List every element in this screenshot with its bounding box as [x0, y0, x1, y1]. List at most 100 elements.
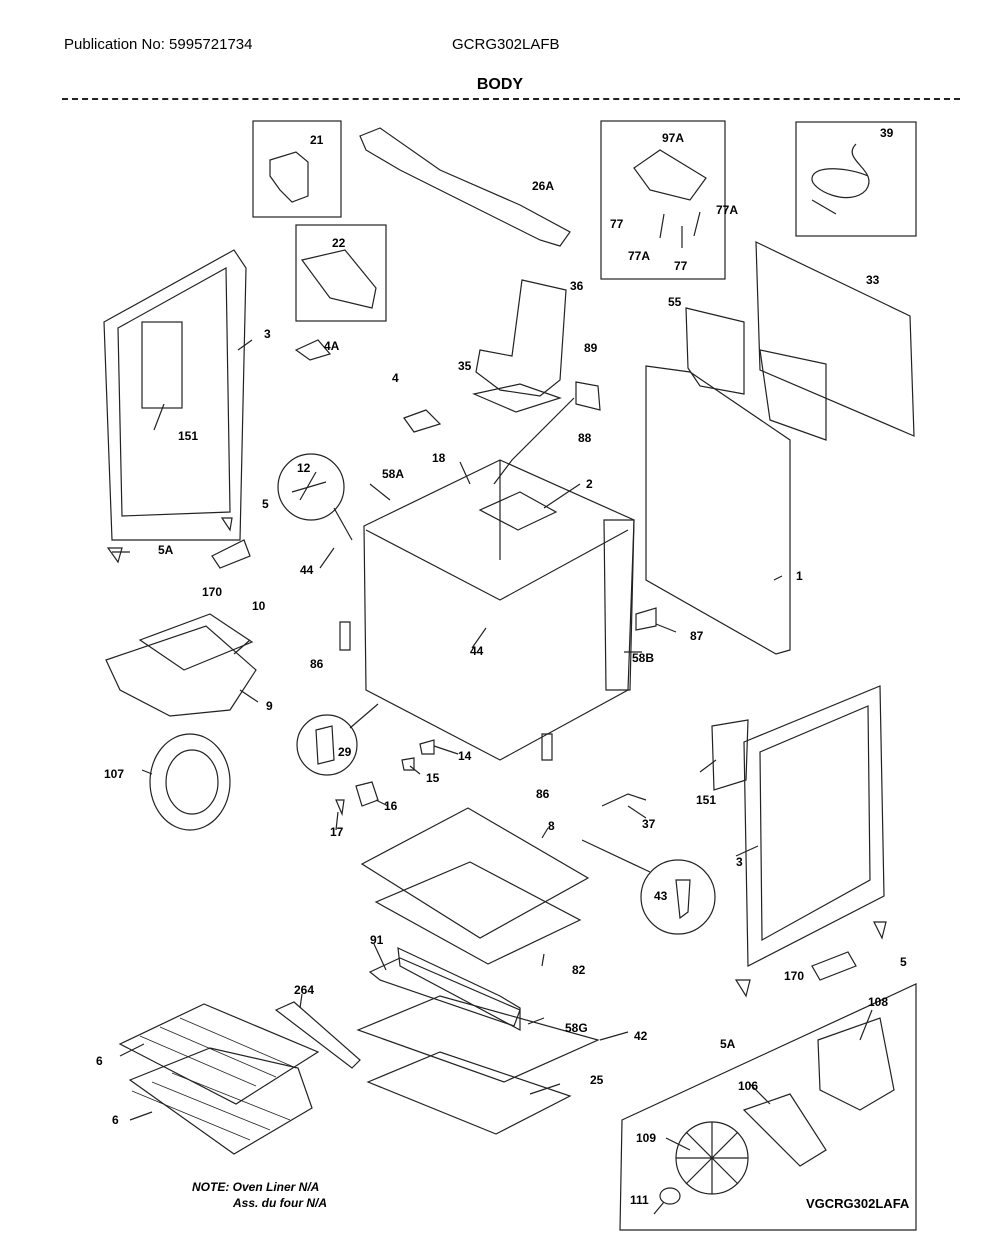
callout-label: 88 [578, 431, 592, 445]
part-33-shape [755, 241, 915, 437]
part-97a-shape [633, 149, 707, 201]
diagram-title: BODY [476, 76, 524, 93]
drawing-id: VGCRG302LAFA [806, 1196, 910, 1211]
callout-label: 44 [300, 563, 314, 577]
callout-label: 264 [294, 983, 314, 997]
callout-label: 77A [628, 249, 650, 263]
callout-label: 14 [458, 749, 472, 763]
callout-label: 5 [900, 955, 907, 969]
callout-circle-29 [296, 714, 358, 776]
callout-label: 151 [696, 793, 716, 807]
callout-label: 25 [590, 1073, 604, 1087]
part-43-shape [675, 879, 691, 920]
part-86-shapes [339, 621, 553, 761]
callout-label: 89 [584, 341, 598, 355]
callout-43-leader [581, 839, 651, 873]
callout-label: 16 [384, 799, 398, 813]
right-side-panel-inner [759, 705, 871, 942]
callout-label: 111 [630, 1193, 649, 1207]
callout-label: 6 [112, 1113, 119, 1127]
callout-label: 58G [565, 1021, 588, 1035]
part-36-shape [475, 279, 567, 397]
callout-label: 106 [738, 1079, 758, 1093]
oven-body-edges [365, 460, 629, 601]
callout-label: 97A [662, 131, 684, 145]
callout-label: 12 [297, 461, 311, 475]
convection-fan-assembly-box [619, 983, 917, 1231]
callout-label: 86 [310, 657, 324, 671]
callout-label: 3 [264, 327, 271, 341]
rear-wall-1 [645, 365, 791, 655]
part-29-shape [315, 725, 335, 765]
oven-rack-6-upper [118, 1003, 320, 1105]
callout-label: 4 [392, 371, 399, 385]
callout-label: 107 [104, 767, 124, 781]
part-42-frame [356, 995, 600, 1083]
left-side-panel-inner [117, 266, 231, 517]
part-107-inner [165, 749, 219, 815]
part-107-shape [149, 733, 231, 831]
inset-box-21 [252, 120, 342, 218]
part-4-shape [403, 409, 442, 433]
note-line-1: NOTE: Oven Liner N/A [192, 1180, 320, 1194]
oven-rack-wires [131, 1017, 297, 1141]
callout-29-leader [349, 703, 379, 729]
callout-label: 77A [716, 203, 738, 217]
callout-label: 77 [674, 259, 688, 273]
callout-label: 9 [266, 699, 273, 713]
callout-label: 26A [532, 179, 554, 193]
inset-box-22 [295, 224, 387, 322]
part-55-shape [685, 307, 745, 395]
callout-label: 1 [796, 569, 803, 583]
callout-label: 77 [610, 217, 624, 231]
callout-label: 5A [720, 1037, 736, 1051]
callout-label: 29 [338, 745, 352, 759]
callout-label: 42 [634, 1029, 648, 1043]
callout-label: 21 [310, 133, 324, 147]
inset-box-97a [600, 120, 726, 280]
part-25-panel [366, 1051, 572, 1135]
callout-label: 4A [324, 339, 340, 353]
callout-label: 58B [632, 651, 654, 665]
header-divider [62, 98, 960, 100]
callout-label: 17 [330, 825, 344, 839]
callout-label: 10 [252, 599, 266, 613]
callout-label: 170 [202, 585, 222, 599]
callout-label: 35 [458, 359, 472, 373]
part-39-shape [811, 143, 870, 215]
part-37-shape [601, 793, 647, 807]
part-2-shape [478, 491, 558, 531]
callout-label: 36 [570, 279, 584, 293]
part-21-shape [269, 151, 309, 203]
callout-label: 8 [548, 819, 555, 833]
part-58g-shape [397, 947, 521, 1031]
right-side-panel-3 [743, 685, 885, 967]
callout-label: 39 [880, 126, 894, 140]
part-22-shape [300, 249, 377, 309]
callout-12-leader [333, 507, 353, 541]
part-109-fan-spokes [676, 1122, 748, 1194]
callout-circle-12 [277, 453, 345, 521]
part-8-panel [360, 807, 590, 939]
callout-label: 58A [382, 467, 404, 481]
part-54-shape [759, 349, 827, 441]
part-58b-shape [603, 519, 635, 691]
part-4a-shape [294, 339, 332, 361]
callout-label: 151 [178, 429, 198, 443]
callout-label: 33 [866, 273, 880, 287]
callout-label: 91 [370, 933, 384, 947]
part-10-grille [138, 613, 254, 671]
part-9-tray [105, 625, 257, 717]
inset-box-39 [795, 121, 917, 237]
callout-label: 6 [96, 1054, 103, 1068]
callout-label: 86 [536, 787, 550, 801]
callout-label: 108 [868, 995, 888, 1009]
callout-label: 15 [426, 771, 440, 785]
oven-body-58a [363, 459, 635, 761]
callout-label: 22 [332, 236, 346, 250]
small-parts-14-17 [335, 739, 435, 817]
callout-label: 82 [572, 963, 586, 977]
part-35-shape [472, 383, 562, 413]
callout-circle-43 [640, 859, 716, 935]
